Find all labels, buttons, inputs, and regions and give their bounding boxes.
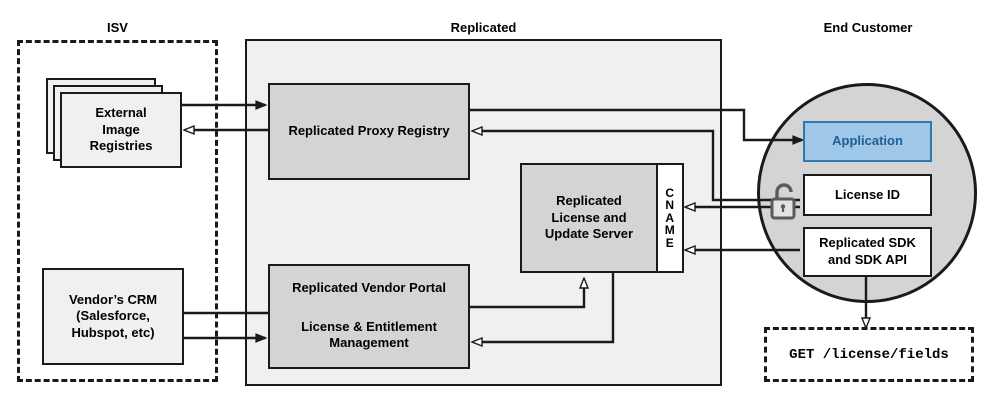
replicated-vendor-portal[interactable]: Replicated Vendor Portal License & Entit…	[268, 264, 470, 369]
zone-title-replicated: Replicated	[450, 20, 517, 35]
vendor-portal-label-line1: Replicated Vendor Portal	[292, 280, 446, 295]
license-id-label: License ID	[834, 186, 901, 202]
replicated-license-update-server[interactable]: Replicated License and Update Server	[520, 163, 658, 273]
zone-title-isv: ISV	[107, 20, 128, 35]
cname-letter-c: C	[665, 185, 675, 200]
license-id[interactable]: License ID	[803, 174, 932, 216]
external-image-registries[interactable]: External Image Registries	[60, 92, 182, 168]
replicated-sdk[interactable]: Replicated SDK and SDK API	[803, 227, 932, 277]
external-image-registries-label-line3: Registries	[89, 138, 153, 154]
cname-letter-a: A	[665, 210, 675, 225]
external-image-registries-label-line1: External	[95, 105, 147, 121]
cname-letter-e: E	[665, 235, 675, 250]
cname-letter-n: N	[665, 198, 675, 213]
isv-boundary	[17, 40, 218, 382]
license-server-label-line1: Replicated	[556, 193, 622, 209]
vendors-crm-label-line3: Hubspot, etc)	[71, 324, 155, 340]
unlocked-padlock-icon	[770, 183, 796, 220]
application-label: Application	[832, 133, 903, 149]
application[interactable]: Application	[803, 121, 932, 162]
api-request-label: GET /license/fields	[789, 346, 949, 363]
vendor-portal-label-line2: License & Entitlement	[301, 318, 437, 334]
vendor-portal-label-line3: Management	[329, 335, 409, 351]
replicated-proxy-registry-label: Replicated Proxy Registry	[288, 123, 450, 139]
vendors-crm[interactable]: Vendor’s CRM (Salesforce, Hubspot, etc)	[42, 268, 184, 365]
zone-title-end-customer: End Customer	[823, 20, 913, 35]
cname-box[interactable]: C N A M E	[656, 163, 684, 273]
vendors-crm-label-line2: (Salesforce,	[76, 308, 150, 324]
replicated-proxy-registry[interactable]: Replicated Proxy Registry	[268, 83, 470, 180]
license-server-label-line3: Update Server	[544, 226, 634, 242]
vendors-crm-label-line1: Vendor’s CRM	[68, 291, 158, 307]
external-image-registries-label-line2: Image	[102, 121, 140, 137]
replicated-sdk-label-line2: and SDK API	[828, 252, 907, 267]
license-server-label-line2: License and	[551, 209, 627, 225]
replicated-sdk-label-line1: Replicated SDK	[819, 235, 916, 251]
api-request-box: GET /license/fields	[764, 327, 974, 382]
cname-letter-m: M	[664, 223, 676, 238]
